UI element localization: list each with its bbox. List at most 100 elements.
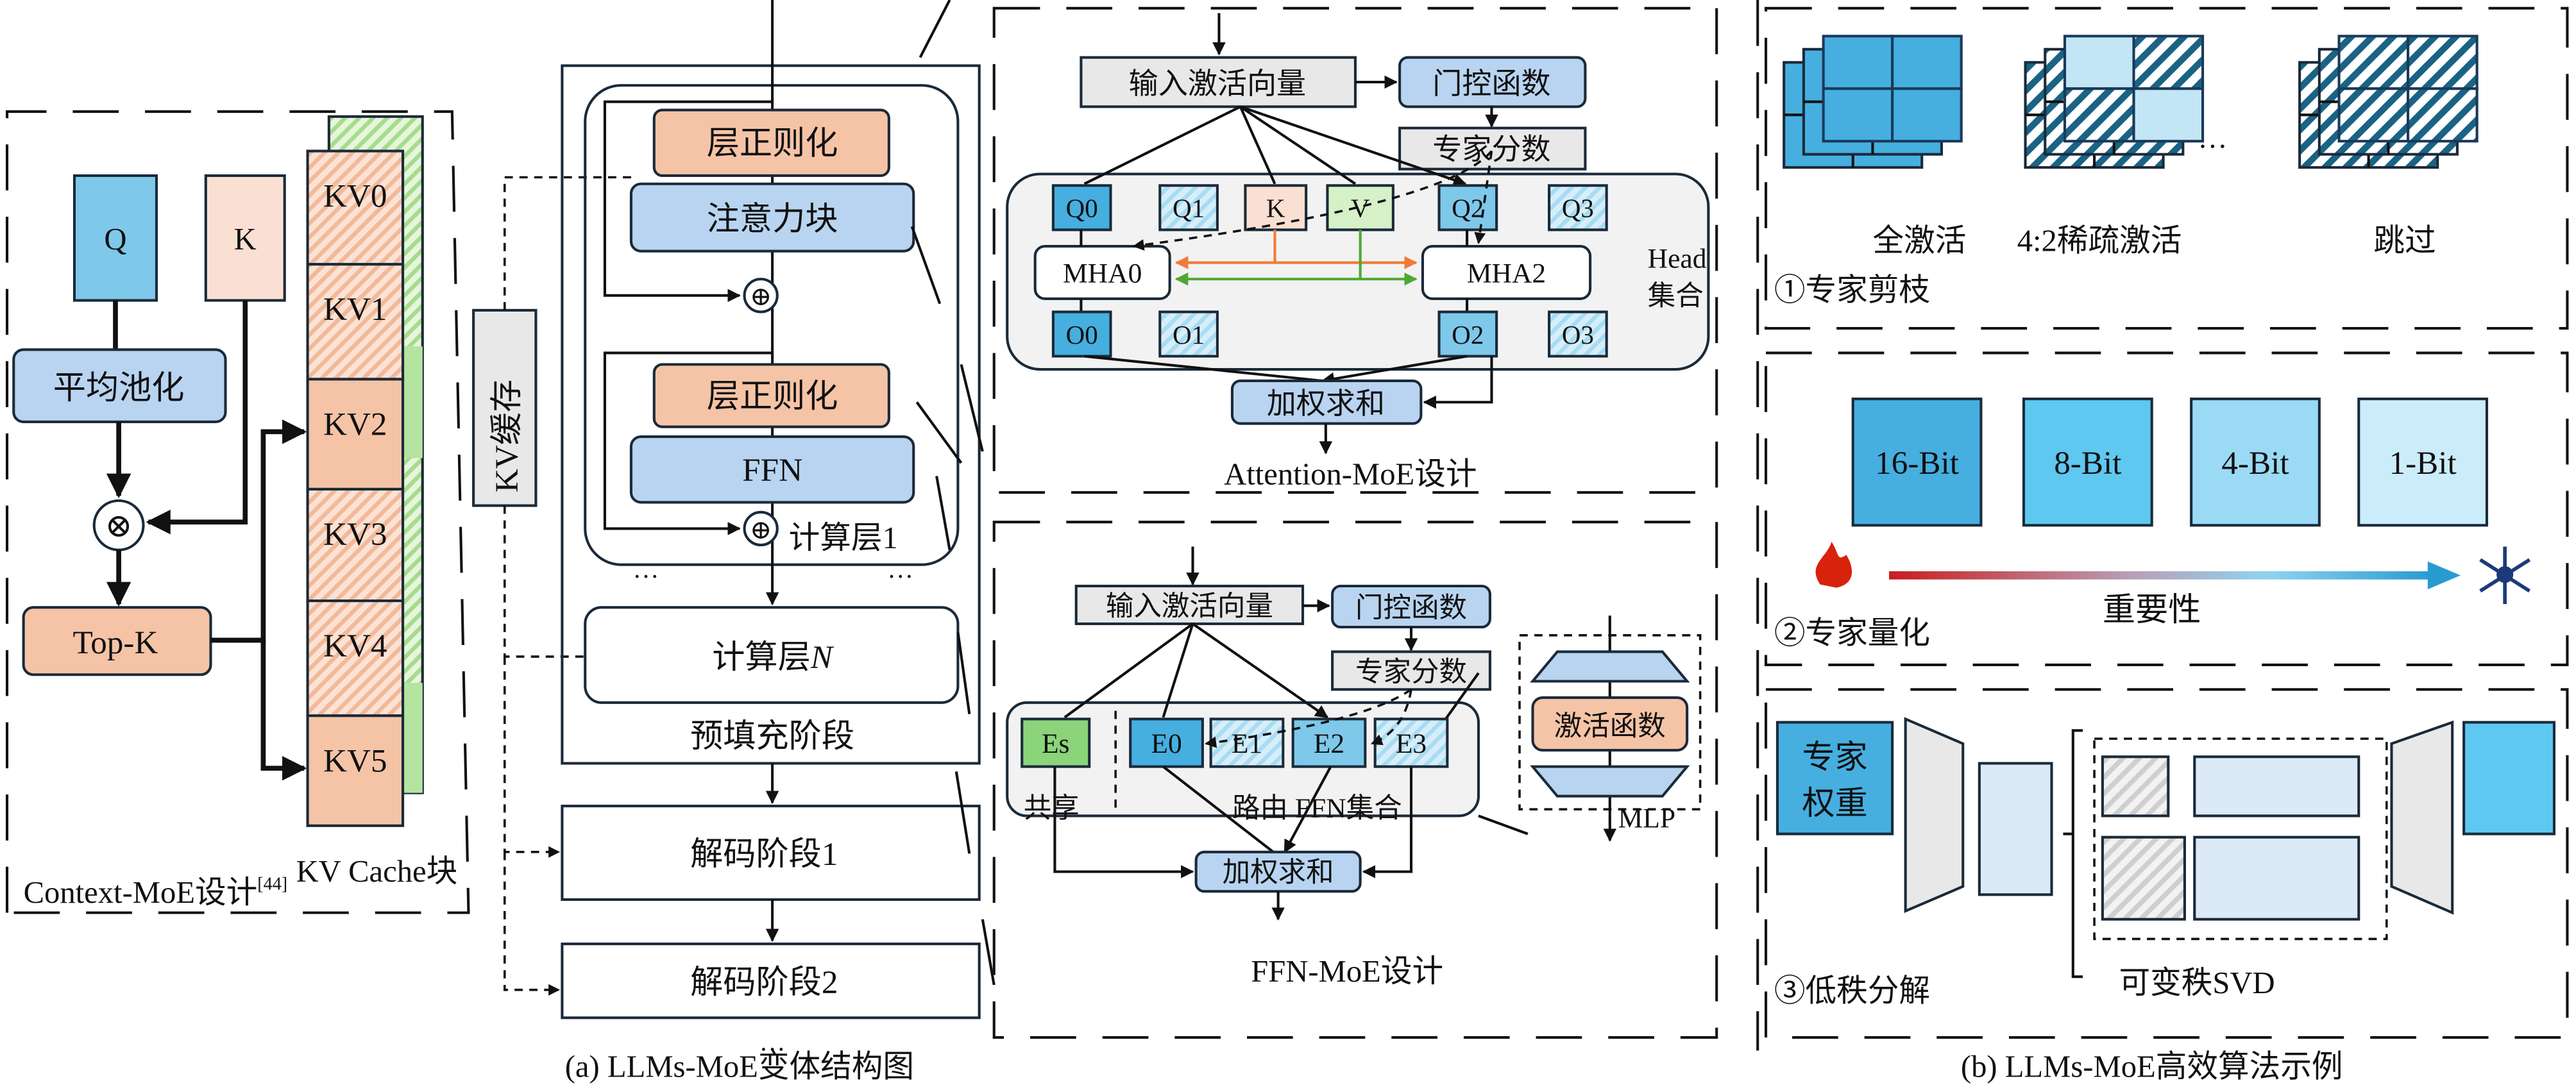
query-head-1 (1158, 184, 1219, 231)
bit-box-0-label: 16-Bit (1875, 445, 1959, 482)
attn-score-label: 专家分数 (1432, 133, 1550, 165)
routed-expert-2 (1291, 717, 1367, 768)
value-head (1326, 184, 1394, 231)
add-symbol: ⊕ (750, 515, 772, 544)
routed-expert-3-label: E3 (1396, 728, 1427, 759)
importance-label: 重要性 (2103, 592, 2201, 628)
sparse-activation-label: 4:2稀疏激活 (2017, 224, 2182, 258)
ffn-gate-label: 门控函数 (1355, 593, 1467, 624)
caption-b: (b) LLMs-MoE高效算法示例 (1961, 1050, 2343, 1084)
key-head-label: K (1266, 194, 1285, 223)
query-head-1-label: Q1 (1173, 194, 1205, 223)
add-symbol: ⊕ (750, 281, 772, 311)
query-head-2 (1437, 184, 1498, 231)
routed-label: 路由 FFN集合 (1232, 793, 1402, 824)
full-activation-stack (1783, 35, 1963, 169)
mha-box-0 (1033, 244, 1171, 301)
ellipsis: … (887, 554, 913, 583)
routed-expert-1-label: E1 (1232, 728, 1262, 759)
expert-weight-label: 专家 (1802, 739, 1867, 776)
bit-box-1-label: 8-Bit (2054, 445, 2121, 482)
pruned-rank-block (2101, 755, 2170, 818)
output-head-1 (1158, 310, 1219, 358)
context-moe-title: Context-MoE设计[44] (24, 875, 288, 910)
skip-stack (2298, 35, 2479, 169)
prefill-label: 预填充阶段 (690, 718, 854, 755)
encoder-trapezoid (1904, 717, 1965, 914)
routed-expert-3 (1373, 717, 1449, 768)
mlp-detail: 激活函数 MLP (1478, 616, 1702, 842)
rank-block (2193, 835, 2360, 921)
decode1-label: 解码阶段1 (690, 836, 838, 873)
intermediate-matrix (1978, 762, 2053, 896)
attention-block-box (629, 182, 915, 253)
output-head-3-label: O3 (1562, 320, 1594, 349)
mha-label: MHA2 (1467, 258, 1546, 289)
lowrank-title: ③低秩分解 (1774, 974, 1930, 1009)
output-head-2 (1437, 310, 1498, 358)
panel-border (5, 110, 470, 914)
attn-score-box (1398, 126, 1587, 171)
attention-moe-title: Attention-MoE设计 (1224, 457, 1477, 491)
ffn-score-box (1331, 650, 1491, 691)
query-head-0 (1051, 184, 1112, 231)
ffn-block-label: FFN (742, 452, 802, 489)
decoder-trapezoid (2390, 720, 2454, 915)
importance-arrowhead (2427, 561, 2461, 590)
k-label: K (234, 222, 257, 256)
routed-expert-1 (1209, 717, 1285, 768)
multiply-symbol: ⊗ (105, 508, 133, 544)
bit-box-3-label: 1-Bit (2389, 445, 2457, 482)
mlp-lower-trapezoid (1530, 765, 1690, 798)
ffn-score-label: 专家分数 (1355, 657, 1467, 688)
layerN-box (584, 606, 960, 704)
skip-label: 跳过 (2373, 224, 2436, 258)
ffn-sum-label: 加权求和 (1223, 857, 1334, 888)
attn-input-box (1080, 56, 1357, 108)
pruning-panel: … 全激活 4:2稀疏激活 跳过 ①专家剪枝 (1764, 6, 2569, 330)
head-set-label: 集合 (1648, 281, 1704, 312)
decode1-box (561, 805, 981, 901)
full-activation-label: 全激活 (1872, 224, 1966, 258)
kv-buffer-label: KV缓存 (489, 380, 525, 492)
output-head-1-label: O1 (1173, 320, 1205, 349)
bit-box-2 (2190, 398, 2321, 527)
kv-block-label: KV4 (323, 628, 387, 664)
output-head-0 (1051, 310, 1112, 358)
ffn-input-box (1074, 584, 1305, 625)
attn-input-label: 输入激活向量 (1129, 67, 1306, 100)
layer1-label: 计算层1 (789, 521, 898, 555)
head-set-label: Head (1648, 243, 1707, 274)
rank-block (2193, 755, 2360, 818)
pruning-title: ①专家剪枝 (1774, 273, 1930, 308)
add-icon (743, 278, 779, 314)
q-label: Q (104, 222, 126, 256)
quantization-title: ②专家量化 (1774, 616, 1930, 651)
query-head-3 (1548, 184, 1608, 231)
kv-block-label: KV1 (323, 291, 387, 328)
output-head-2-label: O2 (1452, 320, 1484, 349)
snowflake-icon (2479, 546, 2531, 605)
ffn-input-label: 输入激活向量 (1106, 591, 1273, 622)
kv-block-1 (306, 263, 405, 381)
layernorm-label: 层正则化 (707, 126, 838, 162)
layerN-label: 计算层N (712, 639, 835, 676)
kv-block-label: KV3 (323, 516, 387, 553)
lowrank-panel: 专家 权重 可变秩SVD ③低秩分解 (1764, 688, 2569, 1039)
ellipsis: … (2198, 121, 2227, 154)
bit-box-3 (2357, 398, 2489, 527)
expert-weight-label: 权重 (1802, 785, 1867, 822)
ffn-moe-title: FFN-MoE设计 (1251, 954, 1443, 989)
kv-block-4 (306, 599, 405, 717)
attn-sum-label: 加权求和 (1267, 387, 1385, 420)
topk-label: Top-K (73, 625, 158, 661)
shared-label: 共享 (1024, 793, 1080, 824)
avg-pool-label: 平均池化 (53, 370, 185, 407)
routed-expert-0 (1129, 717, 1204, 768)
ellipsis: … (632, 554, 659, 583)
activation-box (1531, 696, 1689, 752)
